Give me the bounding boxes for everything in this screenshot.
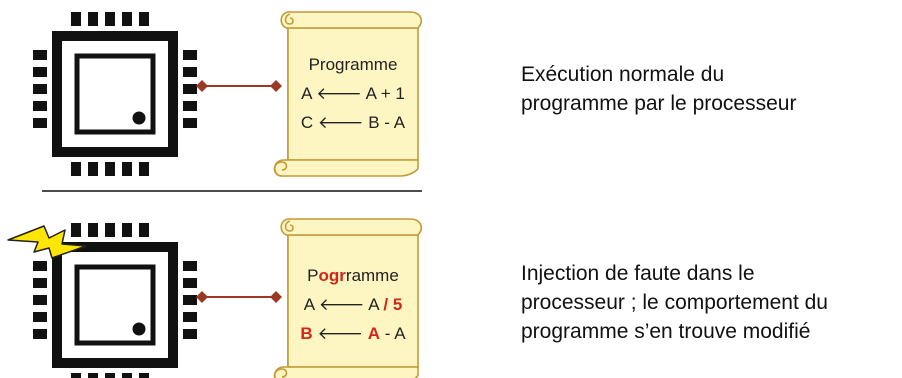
fault-injection-caption: Injection de faute dans le processeur ; … — [521, 262, 828, 343]
faulty-program-line-2: B 🡐 A - A — [300, 324, 406, 343]
program-line-2: C 🡐 B - A — [301, 113, 406, 132]
faulty-program-title: Pogrramme — [307, 266, 399, 285]
faulty-program-line-1: A 🡐 A / 5 — [304, 295, 403, 314]
cpu-chip-icon — [33, 12, 197, 176]
program-line-1: A 🡐 A + 1 — [301, 84, 405, 103]
scroll-icon: Pogrramme A 🡐 A / 5 B 🡐 A - A — [273, 218, 423, 378]
normal-execution-caption: Exécution normale du programme par le pr… — [521, 63, 797, 115]
scroll-icon: Programme A 🡐 A + 1 C 🡐 B - A — [273, 11, 423, 177]
connector-top — [196, 80, 282, 92]
connector-bottom — [196, 291, 282, 303]
lightning-bolt-icon — [7, 225, 87, 259]
program-title: Programme — [309, 55, 398, 74]
